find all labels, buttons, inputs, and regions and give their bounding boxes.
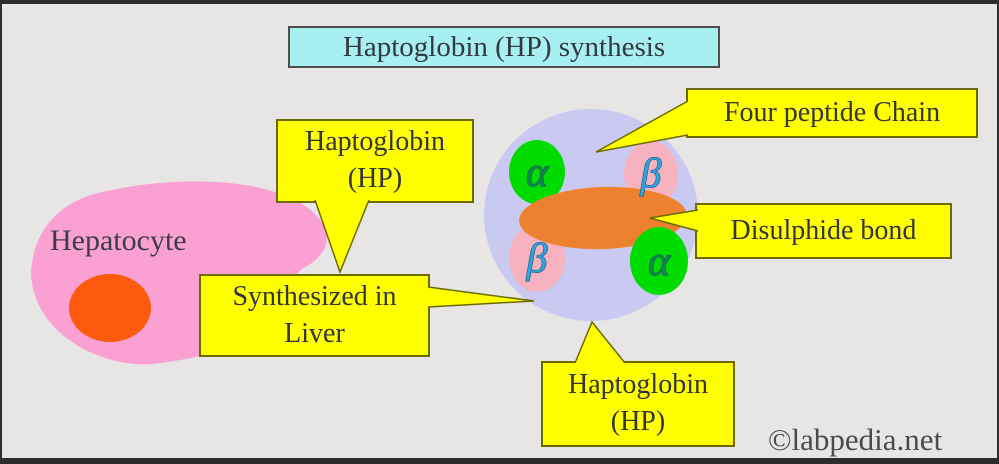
alpha-chain-top-left [509, 140, 565, 204]
callout-haptoglobin-bottom: Haptoglobin (HP) [541, 361, 735, 447]
hepatocyte-nucleus [69, 274, 151, 342]
hepatocyte-label: Hepatocyte [50, 224, 187, 257]
callout-haptoglobin-top: Haptoglobin (HP) [276, 119, 474, 203]
beta-label-bottom-left: β [526, 236, 548, 282]
alpha-chain-bottom-right [630, 227, 688, 295]
callout-disulphide-bond: Disulphide bond [695, 203, 952, 259]
alpha-label-bottom-right: α [648, 239, 671, 285]
callout-four-peptide-chain: Four peptide Chain [686, 88, 978, 138]
diagram-title: Haptoglobin (HP) synthesis [288, 26, 720, 68]
diagram-shapes-layer: α β β α [31, 109, 698, 365]
beta-label-top-right: β [640, 151, 662, 197]
callout-synthesized-in-liver: Synthesized in Liver [199, 274, 430, 357]
alpha-label-top-left: α [526, 150, 549, 196]
watermark: ©labpedia.net [768, 422, 943, 457]
